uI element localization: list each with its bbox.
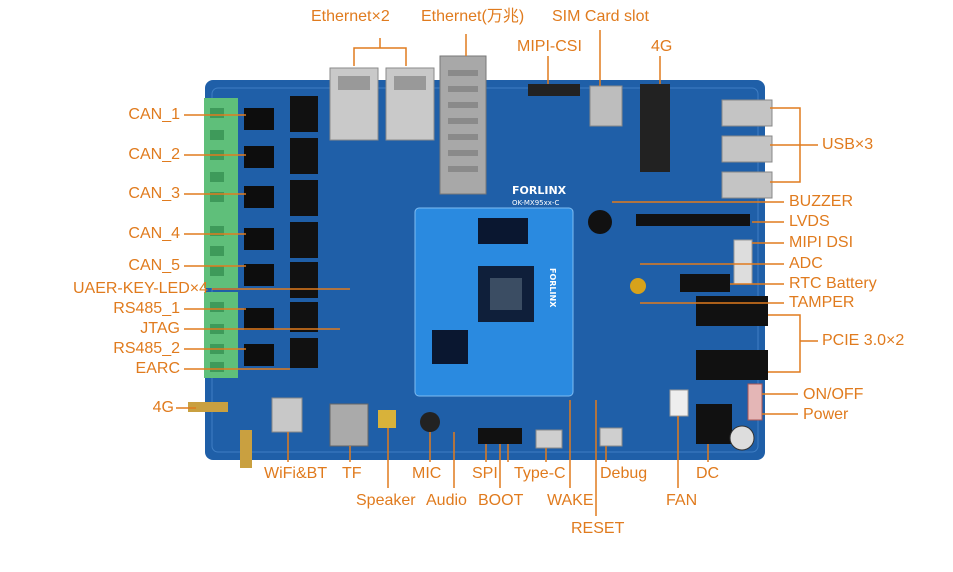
label-boot: BOOT	[478, 492, 524, 509]
label-ethernet-x2: Ethernet×2	[311, 8, 390, 25]
label-4g-antenna: 4G	[152, 399, 174, 416]
label-mic: MIC	[412, 465, 442, 482]
label-rs485-1: RS485_1	[113, 300, 180, 317]
label-tamper: TAMPER	[789, 294, 855, 311]
sfp-cage	[439, 55, 487, 195]
callout-lines	[176, 30, 818, 516]
label-buzzer: BUZZER	[789, 193, 853, 210]
label-uart-key-led: UAER-KEY-LED×4	[72, 280, 208, 297]
label-rs485-2: RS485_2	[113, 340, 180, 357]
label-tf: TF	[342, 465, 362, 482]
label-wake: WAKE	[547, 492, 594, 509]
label-dc: DC	[696, 465, 720, 482]
label-mipi-csi: MIPI-CSI	[517, 38, 582, 55]
label-rtc-battery: RTC Battery	[789, 275, 877, 292]
label-4g-top: 4G	[651, 38, 673, 55]
label-fan: FAN	[666, 492, 698, 509]
label-sim-card-slot: SIM Card slot	[552, 8, 649, 25]
label-can-1: CAN_1	[128, 106, 180, 123]
label-type-c: Type-C	[514, 465, 566, 482]
label-pcie: PCIE 3.0×2	[822, 332, 905, 349]
label-speaker: Speaker	[356, 492, 416, 509]
label-power: Power	[803, 406, 849, 423]
label-lvds: LVDS	[789, 213, 830, 230]
som-brand: FORLINX	[548, 268, 557, 308]
label-can-4: CAN_4	[128, 225, 180, 242]
buzzer	[588, 210, 612, 234]
ethernet-jacks	[329, 67, 435, 141]
terminal-blocks	[204, 98, 238, 378]
label-jtag: JTAG	[140, 320, 180, 337]
label-reset: RESET	[571, 520, 625, 537]
label-adc: ADC	[789, 255, 823, 272]
board-model: OK-MX95xx-C	[512, 199, 559, 207]
label-debug: Debug	[600, 465, 648, 482]
label-can-2: CAN_2	[128, 146, 180, 163]
label-can-5: CAN_5	[128, 257, 180, 274]
label-can-3: CAN_3	[128, 185, 180, 202]
label-audio: Audio	[426, 492, 467, 509]
label-ethernet-10g: Ethernet(万兆)	[421, 8, 525, 25]
board-brand: FORLINX	[512, 184, 567, 197]
label-on-off: ON/OFF	[803, 386, 864, 403]
label-mipi-dsi: MIPI DSI	[789, 234, 854, 251]
label-spi: SPI	[472, 465, 498, 482]
label-wifi-bt: WiFi&BT	[264, 465, 328, 482]
label-earc: EARC	[135, 360, 180, 377]
label-usb-x3: USB×3	[822, 136, 874, 153]
